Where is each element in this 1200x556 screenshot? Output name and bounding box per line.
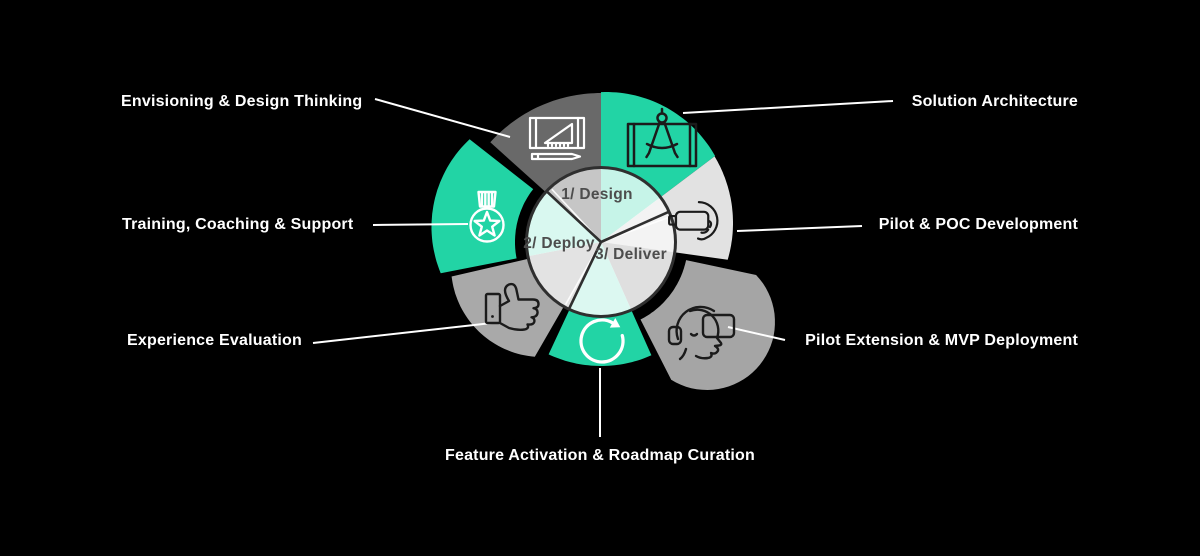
segment-label-envisioning: Envisioning & Design Thinking bbox=[121, 93, 363, 110]
vr-user-icon bbox=[667, 305, 736, 361]
connector-line-training bbox=[372, 223, 469, 226]
refresh-cycle-icon bbox=[579, 318, 625, 364]
segment-shape-pilot_ext bbox=[640, 260, 775, 390]
phase-divider-highlight bbox=[608, 216, 669, 241]
thumbs-up-icon bbox=[484, 282, 540, 331]
segment-shape-experience bbox=[451, 258, 564, 357]
phase-label-deploy: 2/ Deploy bbox=[523, 235, 595, 252]
phase-label-deliver: 3/ Deliver bbox=[595, 246, 667, 263]
connector-line-pilot_ext bbox=[727, 326, 786, 341]
segment-shape-pilot_poc bbox=[660, 156, 733, 260]
medal-icon bbox=[469, 190, 505, 243]
drafting-compass-icon bbox=[626, 107, 698, 168]
segment-label-pilot-poc: Pilot & POC Development bbox=[878, 216, 1078, 233]
inner-wedge-training bbox=[527, 192, 601, 257]
inner-wedge-feature bbox=[569, 242, 632, 316]
drafting-tools-icon bbox=[528, 116, 586, 161]
inner-wedge-envisioning bbox=[546, 168, 601, 242]
phase-divider bbox=[567, 241, 603, 310]
segment-label-pilot-extension: Pilot Extension & MVP Deployment bbox=[805, 332, 1078, 349]
connector-line-pilot_poc bbox=[736, 225, 863, 232]
connector-line-envisioning bbox=[374, 98, 511, 138]
center-circle-outline bbox=[525, 166, 677, 318]
phase-divider bbox=[600, 210, 670, 244]
connector-line-experience bbox=[312, 322, 493, 344]
inner-wedge-pilot_ext bbox=[601, 242, 675, 310]
segment-shape-feature bbox=[548, 310, 652, 366]
vr-headset-icon bbox=[668, 201, 719, 241]
inner-wedge-solution bbox=[601, 168, 661, 242]
phase-divider bbox=[545, 190, 602, 243]
segment-label-experience-evaluation: Experience Evaluation bbox=[127, 332, 302, 349]
segment-label-solution-architecture: Solution Architecture bbox=[911, 93, 1078, 110]
segment-label-feature-activation: Feature Activation & Roadmap Curation bbox=[445, 447, 755, 464]
segment-shape-solution bbox=[601, 92, 716, 197]
phase-label-design: 1/ Design bbox=[561, 186, 633, 203]
inner-wedge-experience bbox=[528, 242, 601, 310]
segment-label-training: Training, Coaching & Support bbox=[122, 216, 354, 233]
phase-divider-highlight bbox=[551, 188, 597, 237]
connector-line-solution bbox=[682, 100, 894, 114]
